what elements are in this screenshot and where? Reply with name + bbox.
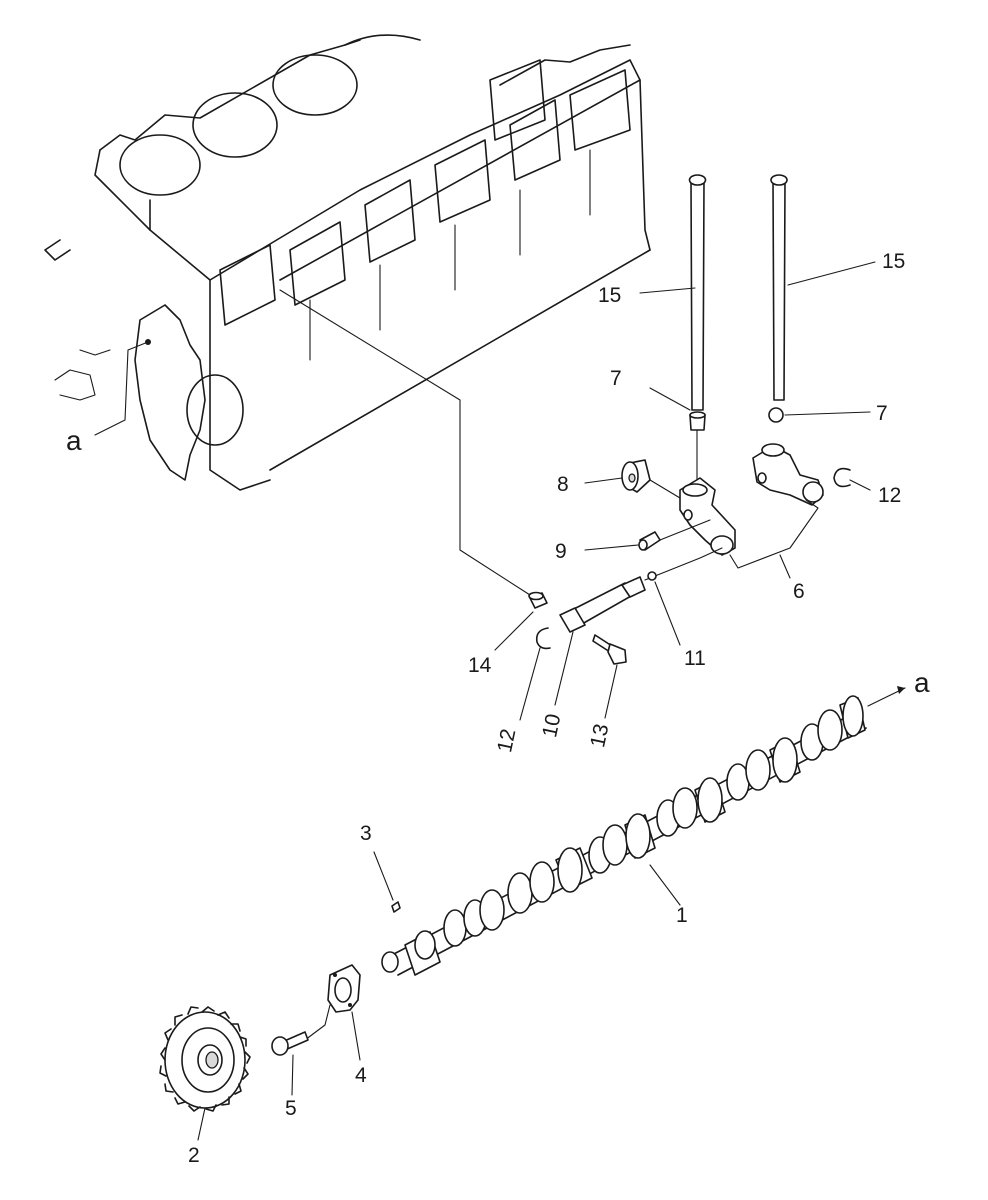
label-2: 2 [188, 1144, 200, 1167]
leader-4 [351, 1011, 361, 1061]
label-10: 10 [538, 712, 565, 740]
leader-13 [604, 664, 618, 719]
label-12-right: 12 [878, 484, 901, 507]
timing-gear-2 [159, 1006, 251, 1112]
leader-10 [554, 631, 574, 706]
leader-9 [584, 544, 639, 551]
shaft-10 [559, 576, 646, 633]
bolt-13 [592, 634, 627, 665]
label-ref-a-left: a [66, 425, 82, 456]
leader-9-to-body [659, 519, 711, 541]
label-15-right: 15 [882, 250, 905, 273]
label-12-left: 12 [493, 727, 520, 755]
leader-6 [779, 554, 791, 579]
label-7-left: 7 [610, 367, 622, 390]
leader-15-right [787, 261, 876, 286]
label-ref-a-right: a [914, 667, 930, 698]
bolt-5 [271, 1031, 309, 1056]
tappet-assembly-left [679, 477, 736, 556]
leader-block-to-14 [279, 289, 531, 596]
label-13: 13 [586, 722, 613, 750]
leader-7-right [784, 411, 871, 416]
leader-8-to-body [649, 479, 681, 499]
label-15-left: 15 [598, 284, 621, 307]
label-7-right: 7 [876, 402, 888, 425]
engine-block [44, 34, 651, 491]
label-6: 6 [793, 580, 805, 603]
label-3: 3 [360, 822, 372, 845]
label-5: 5 [285, 1097, 297, 1120]
roller-8 [621, 459, 651, 493]
thrust-plate-4 [327, 964, 361, 1013]
leader-3 [373, 851, 394, 901]
label-8: 8 [557, 473, 569, 496]
push-rod-left [688, 174, 707, 411]
label-9: 9 [555, 540, 567, 563]
leader-7-left [649, 387, 691, 411]
push-rod-right [770, 174, 788, 401]
leader-14 [494, 611, 534, 651]
leader-11 [654, 581, 681, 646]
label-4: 4 [355, 1064, 367, 1087]
label-11: 11 [684, 647, 706, 670]
leader-12-right [849, 479, 871, 491]
leader-5 [291, 1054, 294, 1096]
clip-12-right [833, 467, 851, 488]
tappet-assembly-right [752, 443, 824, 506]
leader-shaft-to-body [644, 547, 723, 581]
cup-left [689, 411, 706, 431]
key-3 [391, 901, 401, 913]
clip-12-left [535, 627, 551, 650]
pin-9 [638, 531, 661, 551]
leader-ref-a-left [94, 341, 149, 436]
leader-8 [584, 477, 623, 484]
camshaft [381, 695, 867, 976]
leader-12-left [519, 647, 541, 721]
ball-11 [647, 571, 657, 581]
leader-1 [649, 864, 681, 906]
plug-14 [528, 591, 548, 609]
leader-2 [197, 1107, 206, 1141]
leader-4-to-bolt [304, 1004, 331, 1041]
leader-15-left [639, 287, 696, 294]
cup-right [768, 407, 784, 423]
label-14: 14 [468, 654, 492, 677]
arrow-ref-a-right [897, 686, 905, 694]
label-1: 1 [676, 904, 688, 927]
bracket-6 [729, 499, 819, 569]
